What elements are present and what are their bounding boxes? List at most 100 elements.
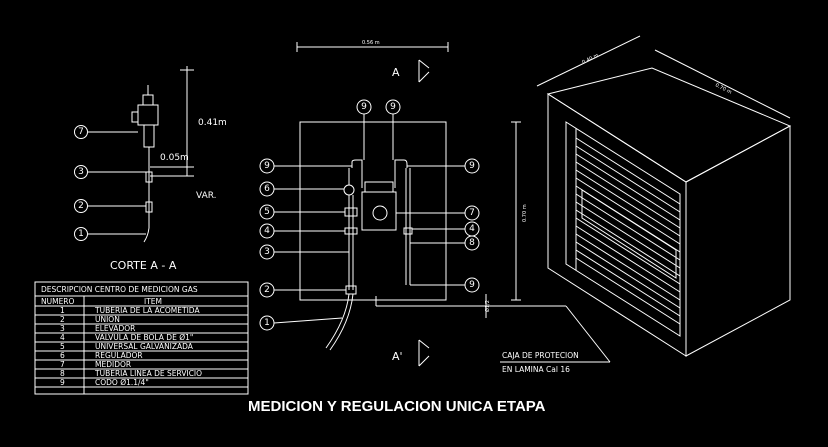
box-front-face	[547, 93, 687, 357]
svg-text:9: 9	[390, 102, 396, 112]
section-callout: 3	[74, 165, 146, 179]
table-row: 8 TUBERIA LINEA DE SERVICIO	[60, 369, 202, 378]
cut-marker-bottom: A'	[392, 350, 403, 363]
union-fitting	[145, 201, 153, 213]
svg-text:6: 6	[264, 184, 270, 194]
service-curve	[325, 293, 350, 349]
dim-label-width: 0.56 m	[362, 40, 380, 46]
elevation-callout: 9	[410, 277, 480, 293]
elevation-callout: 9	[385, 99, 401, 160]
table-row: 3 ELEVADOR	[60, 324, 135, 333]
box-top-face	[546, 67, 792, 183]
section-label: CORTE A - A	[110, 259, 177, 272]
meter-base	[143, 124, 155, 148]
elevation-callout: 8	[410, 235, 480, 251]
row-item: MEDIDOR	[95, 360, 131, 369]
service-curve	[329, 293, 354, 351]
row-item: UNION	[95, 315, 120, 324]
inlet-elbow	[351, 159, 363, 188]
items-table: DESCRIPCION CENTRO DE MEDICION GAS NUMER…	[34, 281, 249, 395]
section-callout: 7	[74, 125, 138, 139]
section-callout: 2	[74, 199, 146, 213]
svg-text:8: 8	[469, 238, 475, 248]
elevation-callout: 9	[259, 158, 352, 174]
svg-text:7: 7	[78, 127, 84, 137]
svg-text:7: 7	[469, 208, 475, 218]
svg-text:4: 4	[469, 224, 475, 234]
table-row: 1 TUBERIA DE LA ACOMETIDA	[60, 306, 200, 315]
table-row: 6 REGULADOR	[60, 351, 143, 360]
section-view: 0.41m 0.05m VAR. 7 3 2	[74, 66, 227, 272]
elevation-callout: 4	[259, 223, 345, 239]
table-header-item: ITEM	[144, 297, 162, 306]
svg-text:2: 2	[78, 201, 84, 211]
svg-text:4: 4	[264, 226, 270, 236]
elevation-callout: 7	[396, 205, 480, 221]
regulator-body	[343, 184, 355, 196]
svg-text:3: 3	[78, 167, 84, 177]
universal-fitting	[344, 207, 358, 217]
svg-text:2: 2	[264, 285, 270, 295]
note-line-1: CAJA DE PROTECION	[502, 351, 579, 360]
row-num: 2	[60, 315, 65, 324]
meter-top	[364, 181, 394, 193]
elevation-callout: 6	[259, 181, 344, 197]
row-item: REGULADOR	[95, 351, 143, 360]
table-row: 5 UNIVERSAL GALVANIZADA	[60, 342, 194, 351]
row-num: 4	[60, 333, 65, 342]
dim-label-depth: 0.40 m	[581, 53, 600, 66]
row-num: 5	[60, 342, 65, 351]
note-leader	[565, 305, 611, 363]
row-item: VALVULA DE BOLA DE Ø1"	[95, 333, 193, 342]
service-pipe	[143, 227, 150, 243]
regulator-body	[142, 94, 154, 106]
meter-inlet	[131, 111, 139, 123]
svg-text:9: 9	[361, 102, 367, 112]
dim-label-offset: 0.05m	[160, 153, 189, 163]
cut-arrow-top	[418, 59, 430, 83]
section-assembly	[131, 85, 159, 243]
pipe-tag: Ø1/2	[484, 300, 491, 312]
dim-label-height: 0.70 m	[522, 204, 528, 222]
cut-arrow-bottom	[418, 339, 430, 367]
note-line-2: EN LAMINA Cal 16	[502, 365, 570, 374]
protection-box: 0.40 m 0.70 m CAJA DE	[500, 35, 792, 374]
meter-body	[137, 104, 159, 126]
dim-label-height: 0.41m	[198, 118, 227, 128]
drawing-title: MEDICION Y REGULACION UNICA ETAPA	[248, 398, 546, 415]
section-callout: 1	[74, 227, 146, 241]
row-num: 7	[60, 360, 65, 369]
elevation-callout: 9	[356, 99, 372, 160]
meter-body	[361, 191, 397, 231]
dim-line-box-width	[654, 49, 791, 119]
row-num: 8	[60, 369, 65, 378]
svg-text:9: 9	[469, 280, 475, 290]
row-num: 3	[60, 324, 65, 333]
box-side-face	[685, 125, 791, 357]
elevation-callout: 1	[259, 315, 343, 331]
table-header-number: NUMERO	[41, 297, 75, 306]
row-num: 1	[60, 306, 65, 315]
row-item: TUBERIA DE LA ACOMETIDA	[94, 306, 200, 315]
elevation-callout: 3	[259, 244, 349, 260]
elevator-fitting	[145, 171, 153, 183]
elevation-callout: 5	[259, 204, 345, 220]
louver-frame	[565, 121, 681, 337]
elevation-callout: 2	[259, 282, 346, 298]
meter-dial	[372, 205, 388, 221]
table-row: 2 UNION	[60, 315, 120, 324]
union-fitting	[345, 285, 357, 295]
row-item: TUBERIA LINEA DE SERVICIO	[94, 369, 202, 378]
outlet-elbow	[394, 159, 408, 188]
panel-outline	[299, 121, 447, 301]
ball-valve	[344, 227, 358, 235]
svg-text:3: 3	[264, 247, 270, 257]
svg-text:9: 9	[264, 161, 270, 171]
elevation-callout: 9	[407, 158, 480, 174]
dim-label-var: VAR.	[196, 191, 217, 201]
svg-text:5: 5	[264, 207, 270, 217]
elevation-view: 0.56 m A A'	[259, 40, 566, 367]
row-item: UNIVERSAL GALVANIZADA	[95, 342, 194, 351]
dim-line-depth	[536, 35, 641, 87]
